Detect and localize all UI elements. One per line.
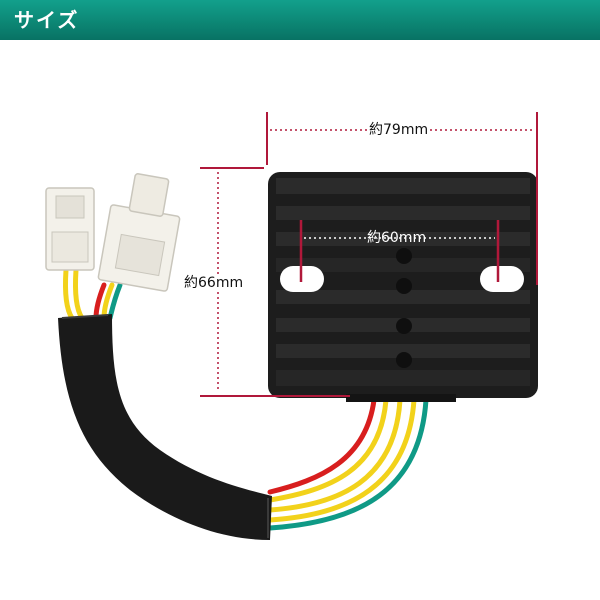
wire-harness — [63, 267, 429, 531]
height-dimension-label: 約66mm — [182, 275, 246, 291]
connector-right — [97, 173, 181, 292]
cable-sleeve — [58, 314, 272, 540]
connector-left — [45, 187, 95, 271]
page-title: サイズ — [14, 8, 80, 32]
width-dimension-label: 約79mm — [367, 122, 431, 138]
header-bar: サイズ — [0, 0, 600, 40]
regulator-body — [268, 172, 538, 402]
hole-spacing-dimension-label: 約60mm — [367, 230, 427, 246]
